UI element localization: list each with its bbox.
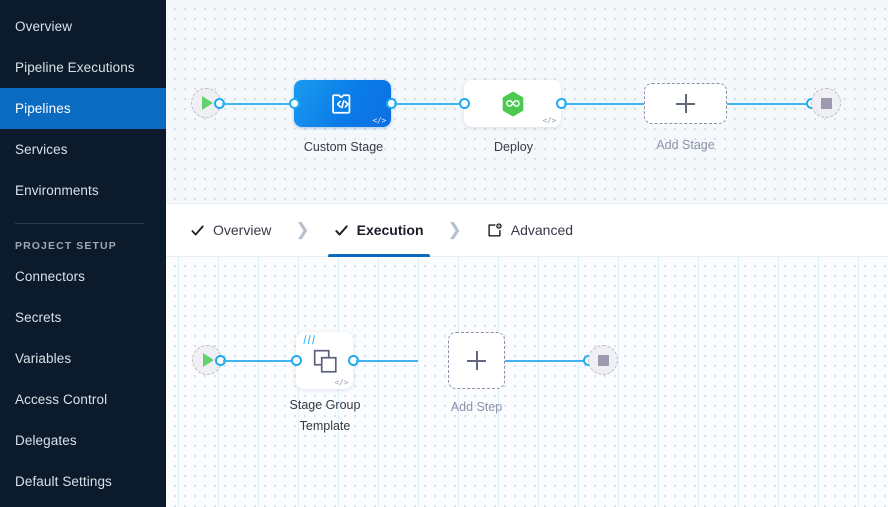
advanced-settings-icon [488, 222, 502, 236]
stage-node-custom-stage-label: Custom Stage [303, 140, 384, 154]
step-connector-2 [356, 359, 418, 362]
sidebar-item-services[interactable]: Services [0, 129, 166, 170]
stage-connector-3 [564, 102, 644, 105]
add-step-label: Add Step [450, 400, 503, 414]
sidebar-item-label: Pipeline Executions [15, 60, 135, 75]
step-connector-1 [223, 359, 301, 362]
chevron-right-icon: ❯ [447, 220, 462, 239]
sidebar-item-label: Access Control [15, 392, 108, 407]
stage-graph-canvas[interactable]: </> Custom Stage </> Deploy [166, 0, 888, 203]
chevron-right-icon: ❯ [295, 220, 310, 239]
main-content: </> Custom Stage </> Deploy [166, 0, 888, 507]
step-group-icon [313, 349, 337, 373]
sidebar-item-label: Services [15, 142, 68, 157]
sidebar-item-label: Variables [15, 351, 72, 366]
step-graph-end-node[interactable] [588, 345, 618, 375]
play-icon [203, 353, 214, 367]
sidebar-item-label: Overview [15, 19, 73, 34]
add-stage-label: Add Stage [656, 138, 715, 152]
check-icon [334, 224, 348, 236]
template-code-badge: </> [372, 116, 386, 125]
template-code-badge: </> [334, 378, 348, 387]
step-node-stage-group-template-label: Stage Group Template [289, 398, 361, 433]
stage-graph-end-node[interactable] [811, 88, 841, 118]
check-icon [191, 224, 204, 235]
stage-node-deploy-in-port[interactable] [458, 98, 470, 109]
sidebar-item-label: Delegates [15, 433, 77, 448]
tab-execution[interactable]: Execution [327, 203, 430, 257]
tab-overview[interactable]: Overview [186, 203, 275, 257]
sidebar-item-label: Default Settings [15, 474, 112, 489]
sidebar-item-overview[interactable]: Overview [0, 6, 166, 47]
sidebar-item-default-settings[interactable]: Default Settings [0, 461, 166, 502]
deploy-hexagon-icon [502, 90, 523, 117]
sidebar-section-title: PROJECT SETUP [15, 240, 117, 252]
add-stage-button[interactable] [644, 83, 727, 124]
play-icon [202, 96, 213, 110]
sidebar-item-delegates[interactable]: Delegates [0, 420, 166, 461]
tab-label: Execution [356, 222, 424, 238]
stage-node-custom-stage[interactable]: </> [294, 80, 391, 127]
stage-tab-bar: Overview ❯ Execution ❯ Advanced [166, 203, 888, 257]
stage-connector-2 [394, 102, 474, 105]
sidebar-item-variables[interactable]: Variables [0, 338, 166, 379]
sidebar-item-label: Connectors [15, 269, 86, 284]
template-code-badge: </> [542, 116, 556, 125]
stop-icon [597, 354, 609, 366]
sidebar-divider [15, 223, 144, 224]
plus-icon [467, 351, 486, 370]
step-graph-canvas[interactable]: ||| </> Stage Group Template Add Step [166, 257, 888, 507]
sidebar-item-label: Environments [15, 183, 99, 198]
stage-connector-1 [222, 102, 300, 105]
stage-node-custom-stage-in-port[interactable] [288, 98, 300, 109]
add-step-button[interactable] [448, 332, 505, 389]
stop-icon [820, 97, 832, 109]
tab-label: Overview [213, 222, 272, 238]
step-node-stage-group-template[interactable]: ||| </> [296, 332, 353, 389]
template-bars-icon: ||| [300, 335, 317, 345]
stage-node-deploy-label: Deploy [494, 140, 533, 154]
sidebar-item-label: Pipelines [15, 101, 71, 116]
step-node-in-port[interactable] [290, 355, 302, 366]
step-connector-3 [505, 359, 585, 362]
tab-advanced[interactable]: Advanced [482, 203, 577, 257]
sidebar-item-label: Secrets [15, 310, 62, 325]
sidebar-item-pipeline-executions[interactable]: Pipeline Executions [0, 47, 166, 88]
stage-node-deploy[interactable]: </> [464, 80, 561, 127]
plus-icon [676, 94, 695, 113]
stage-connector-4 [727, 102, 817, 105]
sidebar-item-connectors[interactable]: Connectors [0, 256, 166, 297]
tab-label: Advanced [510, 222, 574, 238]
sidebar-item-pipelines[interactable]: Pipelines [0, 88, 166, 129]
sidebar-item-access-control[interactable]: Access Control [0, 379, 166, 420]
sidebar: Overview Pipeline Executions Pipelines S… [0, 0, 166, 507]
sidebar-item-secrets[interactable]: Secrets [0, 297, 166, 338]
sidebar-item-environments[interactable]: Environments [0, 170, 166, 211]
custom-stage-template-icon [331, 93, 350, 114]
